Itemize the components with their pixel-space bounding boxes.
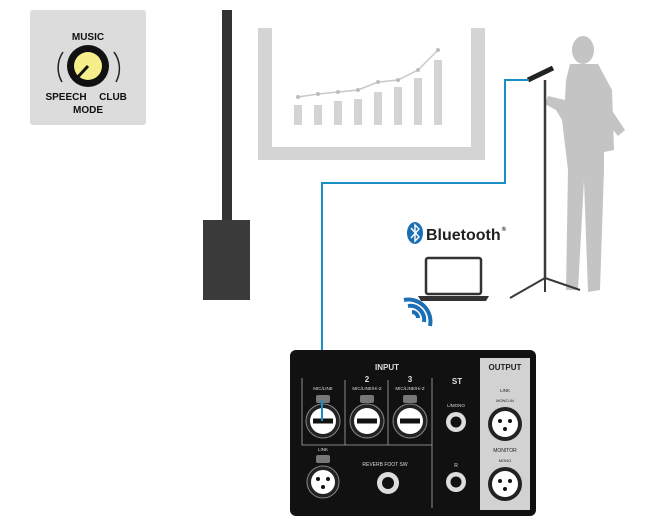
microphone-stand [509,65,581,299]
channel-2-number: 2 [365,375,370,384]
link-out-sub-label: MONO-IN [496,398,514,403]
mode-club-label: CLUB [99,92,127,103]
monitor-out-xlr[interactable] [488,467,522,501]
input-jack-2[interactable] [349,395,385,439]
mode-title-label: MODE [73,105,103,116]
monitor-sub-label: MONO [499,458,511,463]
st-r-jack[interactable] [446,472,466,492]
bluetooth-text: Bluetooth® [426,226,507,244]
mode-switch-panel: MUSIC SPEECH CLUB MODE [30,10,146,125]
arrow-right-icon [113,51,121,83]
bluetooth-registered-mark: ® [502,226,507,233]
link-in-label: LINK [318,447,328,452]
link-out-label: LINK [500,388,510,393]
mode-speech-label: SPEECH [45,92,86,103]
column-speaker [203,10,250,300]
st-l-mono-jack[interactable] [446,412,466,432]
output-title: OUTPUT [489,363,522,372]
mode-music-label: MUSIC [72,32,104,43]
channel-2-label: MIC/LINE/Hi-Z [352,386,382,391]
link-in-xlr[interactable] [306,455,340,499]
input-title: INPUT [375,363,399,372]
reverb-foot-switch-jack[interactable] [377,472,399,494]
link-out-xlr[interactable] [488,407,522,441]
channel-3-label: MIC/LINE/Hi-Z [395,386,425,391]
bluetooth-label: Bluetooth [426,227,501,244]
screen-bar-chart [294,60,442,125]
arrow-left-icon [57,51,64,83]
laptop-icon [418,256,489,301]
st-r-label: R [454,463,458,469]
mic-cable [321,79,529,410]
input-jack-3[interactable] [392,395,428,439]
presentation-screen [258,28,485,160]
bluetooth-logo: Bluetooth® [407,222,507,244]
speaker-person-silhouette [545,36,625,292]
microphone-icon [526,65,555,83]
rear-panel: INPUT ST OUTPUT MIC/LINE 2 MIC/LINE/Hi-Z… [290,350,536,516]
reverb-foot-sw-label: REVERB FOOT SW [362,462,407,468]
monitor-label: MONITOR [493,448,517,454]
wireless-signal-icon [403,297,433,327]
st-title: ST [452,377,462,386]
st-l-mono-label: L/MONO [447,403,465,408]
channel-1-label: MIC/LINE [313,386,333,391]
channel-3-number: 3 [408,375,413,384]
